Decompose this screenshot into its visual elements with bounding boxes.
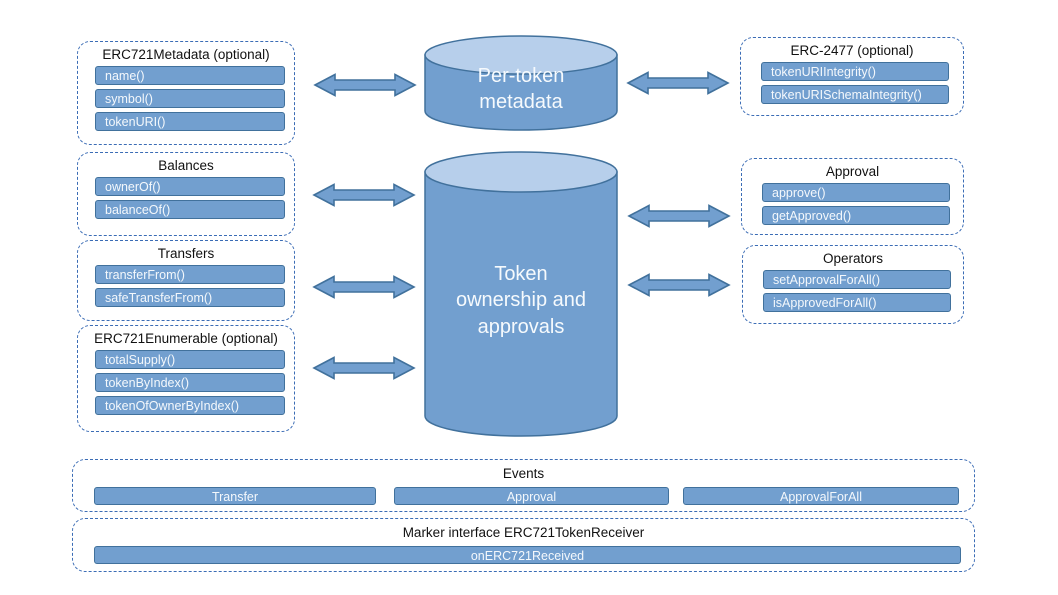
method-bar: getApproved() <box>762 206 950 225</box>
method-bar: tokenURISchemaIntegrity() <box>761 85 949 104</box>
events-box: Events Transfer Approval ApprovalForAll <box>72 459 975 512</box>
marker-interface-title: Marker interface ERC721TokenReceiver <box>402 525 645 540</box>
bidirectional-arrow-icon <box>312 182 416 213</box>
box-erc721enumerable: ERC721Enumerable (optional) totalSupply(… <box>77 325 295 432</box>
ownership-store-cylinder: Token ownership and approvals <box>424 151 618 438</box>
marker-interface-box: Marker interface ERC721TokenReceiver onE… <box>72 518 975 572</box>
box-title: Transfers <box>157 246 215 261</box>
box-transfers: Transfers transferFrom() safeTransferFro… <box>77 240 295 321</box>
method-bar: transferFrom() <box>95 265 285 284</box>
box-title: Balances <box>158 158 214 173</box>
bidirectional-arrow-icon <box>312 355 416 386</box>
method-bar: tokenByIndex() <box>95 373 285 392</box>
bidirectional-arrow-icon <box>312 274 416 305</box>
bidirectional-arrow-icon <box>626 70 730 101</box>
method-bar: ownerOf() <box>95 177 285 196</box>
event-bar: Approval <box>394 487 669 505</box>
bidirectional-arrow-icon <box>627 272 731 303</box>
box-balances: Balances ownerOf() balanceOf() <box>77 152 295 236</box>
box-erc2477: ERC-2477 (optional) tokenURIIntegrity() … <box>740 37 964 116</box>
method-bar: setApprovalForAll() <box>763 270 951 289</box>
event-bar: Transfer <box>94 487 376 505</box>
cylinder-label: Token ownership and approvals <box>455 263 587 338</box>
box-title: ERC-2477 (optional) <box>790 43 914 58</box>
box-erc721metadata: ERC721Metadata (optional) name() symbol(… <box>77 41 295 145</box>
method-bar: tokenURI() <box>95 112 285 131</box>
bidirectional-arrow-icon <box>313 72 417 103</box>
method-bar: onERC721Received <box>94 546 961 564</box>
cylinder-icon <box>424 151 618 437</box>
cylinder-label: Per-token metadata <box>477 65 565 114</box>
method-bar: approve() <box>762 183 950 202</box>
method-bar: tokenURIIntegrity() <box>761 62 949 81</box>
box-title: ERC721Metadata (optional) <box>102 47 270 62</box>
method-bar: tokenOfOwnerByIndex() <box>95 396 285 415</box>
method-bar: name() <box>95 66 285 85</box>
box-operators: Operators setApprovalForAll() isApproved… <box>742 245 964 324</box>
method-bar: balanceOf() <box>95 200 285 219</box>
event-bar: ApprovalForAll <box>683 487 959 505</box>
cylinder-icon <box>424 35 618 131</box>
method-bar: isApprovedForAll() <box>763 293 951 312</box>
method-bar: safeTransferFrom() <box>95 288 285 307</box>
box-title: Operators <box>822 251 884 266</box>
box-approval: Approval approve() getApproved() <box>741 158 964 235</box>
metadata-store-cylinder: Per-token metadata <box>424 35 618 132</box>
bidirectional-arrow-icon <box>627 203 731 234</box>
box-title: Approval <box>825 164 880 179</box>
method-bar: totalSupply() <box>95 350 285 369</box>
events-title: Events <box>502 466 545 481</box>
box-title: ERC721Enumerable (optional) <box>94 331 278 346</box>
method-bar: symbol() <box>95 89 285 108</box>
